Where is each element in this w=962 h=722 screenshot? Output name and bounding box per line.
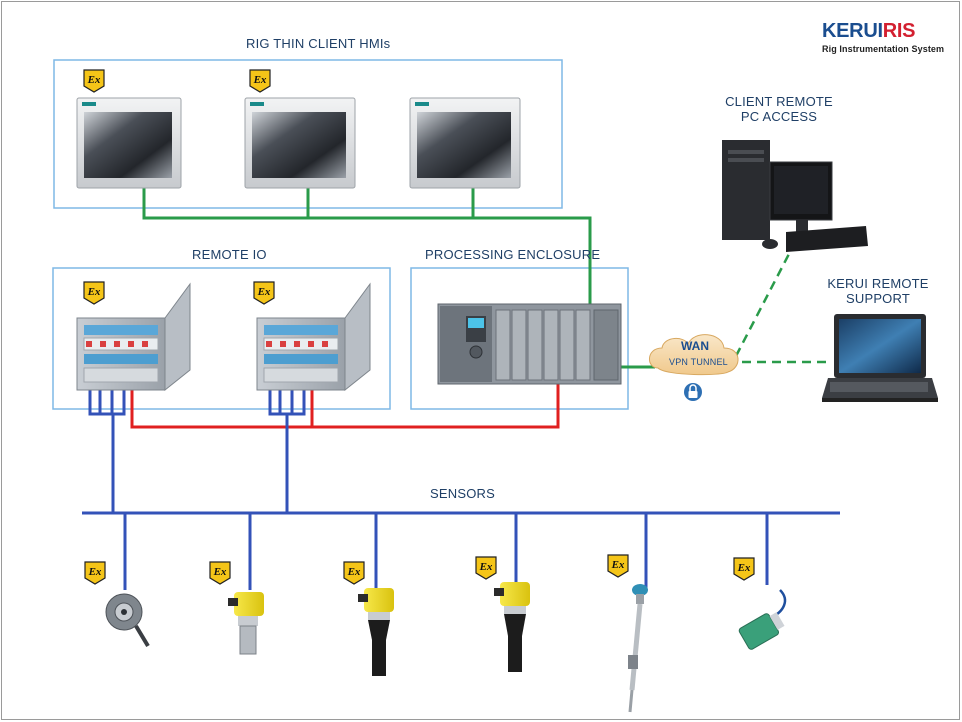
level-sensor-icon <box>494 582 530 672</box>
processing-enclosure-box <box>410 267 629 410</box>
atex-ex-icon <box>84 561 106 585</box>
logo-name: KERUI <box>822 20 883 42</box>
atex-ex-icon <box>209 561 231 585</box>
atex-ex-icon <box>343 561 365 585</box>
remote-io-2-bus <box>268 390 306 416</box>
laptop-icon <box>822 314 938 402</box>
remote-io-1-red-link <box>130 384 560 429</box>
kerui-support-line-2: SUPPORT <box>845 291 910 306</box>
sensors-title: SENSORS <box>430 486 495 501</box>
fieldbus-links <box>82 390 840 590</box>
client-remote-title: CLIENT REMOTE PC ACCESS <box>716 94 842 124</box>
logo-wordmark: KERUIRIS <box>822 20 944 43</box>
atex-ex-icon <box>253 281 275 305</box>
level-sensor-icon <box>358 588 394 676</box>
client-pc-vpn-link <box>734 251 792 357</box>
logo-subtitle: Rig Instrumentation System <box>822 44 945 54</box>
atex-ex-icon <box>83 281 105 305</box>
remote-io-box <box>52 267 391 410</box>
logo-name-accent: RIS <box>882 20 916 42</box>
vpn-links <box>734 251 830 364</box>
sensor-drops <box>123 513 769 590</box>
remote-io-title: REMOTE IO <box>192 247 267 262</box>
kerui-support-line-1: KERUI REMOTE <box>827 276 929 291</box>
proximity-sensor-icon <box>738 589 787 650</box>
processing-enclosure-title: PROCESSING ENCLOSURE <box>425 247 601 262</box>
remote-io-cabinet-icon <box>76 282 191 392</box>
atex-ex-icon <box>607 554 629 578</box>
hmis-title: RIG THIN CLIENT HMIs <box>246 36 391 51</box>
red-links <box>130 384 560 429</box>
wan-label: WAN <box>681 339 709 353</box>
ethernet-links <box>142 188 655 369</box>
hmi-1-link <box>142 188 592 308</box>
desktop-pc-icon <box>722 140 868 252</box>
client-remote-line-1: CLIENT REMOTE <box>725 94 833 109</box>
cloud-icon <box>649 334 739 376</box>
hmi-touch-panel-icon <box>76 97 182 189</box>
hmi-touch-panel-icon <box>244 97 356 189</box>
level-sensor-icon <box>228 592 264 655</box>
remote-io-cabinet-icon <box>256 282 371 392</box>
lock-icon <box>684 383 702 401</box>
atex-ex-icon <box>83 69 105 93</box>
atex-ex-icon <box>475 556 497 580</box>
kerui-logo: KERUIRIS Rig Instrumentation System <box>822 20 944 54</box>
temperature-probe-icon <box>628 584 648 713</box>
atex-ex-icon <box>249 69 271 93</box>
atex-ex-icon <box>733 557 755 581</box>
remote-io-1-bus <box>88 390 126 416</box>
plc-rack-icon <box>437 303 622 385</box>
hmi-touch-panel-icon <box>409 97 521 189</box>
client-remote-line-2: PC ACCESS <box>740 109 818 124</box>
rotary-encoder-icon <box>105 593 150 648</box>
vpn-tunnel-label: VPN TUNNEL <box>669 357 728 367</box>
kerui-support-title: KERUI REMOTE SUPPORT <box>818 276 938 306</box>
